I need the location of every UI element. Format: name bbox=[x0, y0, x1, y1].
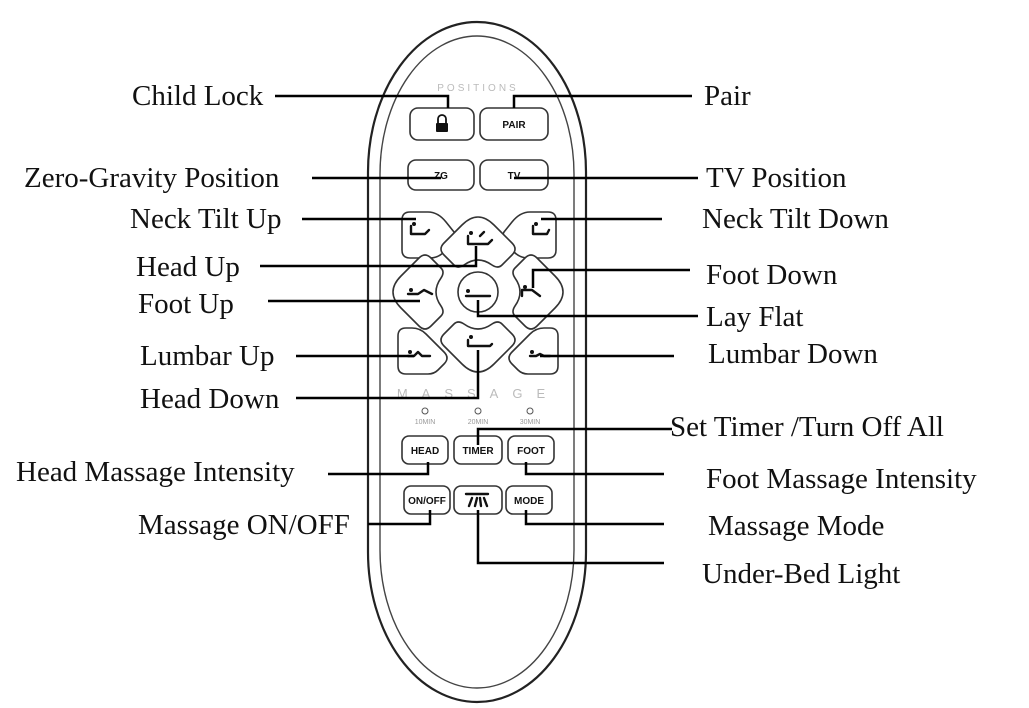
callout-head-down: Head Down bbox=[140, 383, 280, 415]
neck-tilt-down-icon bbox=[531, 222, 551, 236]
callout-tv-position: TV Position bbox=[706, 162, 847, 194]
led-label-30min: 30MIN bbox=[520, 419, 541, 426]
pair-button-label: PAIR bbox=[502, 120, 526, 131]
callout-labels: Child Lock Pair Zero-Gravity Position TV… bbox=[16, 80, 977, 590]
leader-head-down bbox=[296, 350, 480, 400]
mode-button-label: MODE bbox=[514, 496, 544, 507]
lock-icon bbox=[436, 114, 448, 132]
foot-down-button[interactable] bbox=[512, 254, 564, 330]
foot-up-icon bbox=[406, 288, 434, 296]
callout-lumbar-down: Lumbar Down bbox=[708, 338, 878, 370]
callout-under-bed-light: Under-Bed Light bbox=[702, 558, 900, 590]
on-off-button-label: ON/OFF bbox=[408, 496, 446, 507]
callout-neck-tilt-down: Neck Tilt Down bbox=[702, 203, 889, 235]
led-20min bbox=[474, 407, 482, 415]
zero-gravity-button[interactable]: ZG bbox=[407, 159, 475, 191]
massage-mode-button[interactable]: MODE bbox=[505, 485, 553, 515]
leader-massage-mode bbox=[524, 510, 664, 526]
tv-position-button[interactable]: TV bbox=[479, 159, 549, 191]
leader-lay-flat bbox=[476, 300, 698, 318]
callout-foot-up: Foot Up bbox=[138, 288, 234, 320]
leader-head-massage bbox=[328, 462, 430, 476]
lay-flat-icon bbox=[464, 289, 492, 298]
callout-head-massage: Head Massage Intensity bbox=[16, 456, 295, 488]
callout-set-timer: Set Timer /Turn Off All bbox=[670, 411, 944, 443]
callout-head-up: Head Up bbox=[136, 251, 240, 283]
leader-head-up bbox=[260, 246, 478, 268]
callout-massage-mode: Massage Mode bbox=[708, 510, 884, 542]
callout-massage-on-off: Massage ON/OFF bbox=[138, 509, 350, 541]
head-up-icon bbox=[466, 230, 494, 246]
leader-pair bbox=[512, 94, 692, 108]
head-down-button[interactable] bbox=[440, 321, 516, 373]
leader-lines bbox=[260, 94, 698, 565]
leader-foot-massage bbox=[524, 462, 664, 476]
leader-foot-down bbox=[531, 268, 690, 288]
callout-pair: Pair bbox=[704, 80, 751, 112]
led-10min bbox=[421, 407, 429, 415]
callout-foot-massage: Foot Massage Intensity bbox=[706, 463, 977, 495]
timer-button-label: TIMER bbox=[462, 446, 494, 457]
led-30min bbox=[526, 407, 534, 415]
leader-set-timer bbox=[476, 427, 672, 445]
under-bed-light-button[interactable] bbox=[453, 485, 503, 515]
under-bed-light-icon bbox=[464, 492, 490, 508]
head-massage-button[interactable]: HEAD bbox=[401, 435, 449, 465]
child-lock-button[interactable] bbox=[409, 107, 475, 141]
zg-button-label: ZG bbox=[434, 171, 448, 182]
head-up-button[interactable] bbox=[440, 216, 516, 268]
leader-child-lock bbox=[275, 94, 450, 108]
pair-button[interactable]: PAIR bbox=[479, 107, 549, 141]
callout-foot-down: Foot Down bbox=[706, 259, 838, 291]
head-button-label: HEAD bbox=[411, 446, 439, 457]
neck-tilt-up-icon bbox=[409, 222, 431, 236]
leader-massage-on-off bbox=[368, 510, 432, 526]
callout-zero-gravity: Zero-Gravity Position bbox=[24, 162, 280, 194]
foot-massage-button[interactable]: FOOT bbox=[507, 435, 555, 465]
positions-section-label: POSITIONS bbox=[437, 83, 518, 94]
timer-indicator-leds: 10MIN 20MIN 30MIN bbox=[415, 407, 541, 426]
led-label-20min: 20MIN bbox=[468, 419, 489, 426]
callout-lumbar-up: Lumbar Up bbox=[140, 340, 275, 372]
tv-button-label: TV bbox=[508, 171, 521, 182]
callout-neck-tilt-up: Neck Tilt Up bbox=[130, 203, 281, 235]
foot-button-label: FOOT bbox=[517, 446, 545, 457]
massage-on-off-button[interactable]: ON/OFF bbox=[403, 485, 451, 515]
foot-up-button[interactable] bbox=[392, 254, 444, 330]
callout-lay-flat: Lay Flat bbox=[706, 301, 803, 333]
lay-flat-button[interactable] bbox=[457, 271, 499, 313]
head-down-icon bbox=[466, 335, 494, 348]
leader-under-bed-light bbox=[476, 510, 664, 565]
callout-child-lock: Child Lock bbox=[132, 80, 264, 112]
led-label-10min: 10MIN bbox=[415, 419, 436, 426]
foot-down-icon bbox=[520, 285, 542, 298]
